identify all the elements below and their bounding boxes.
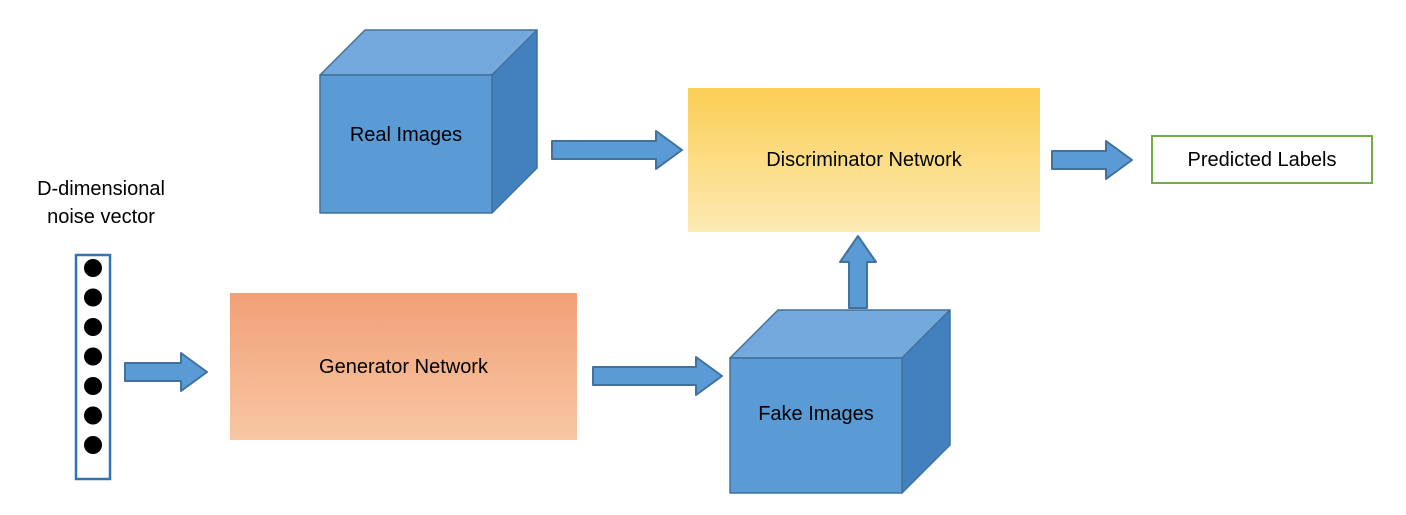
real-images-cube <box>319 29 538 214</box>
arrow-real-images-to-discriminator <box>551 130 683 170</box>
noise-dot <box>84 288 102 307</box>
arrow-generator-to-fake-images <box>592 356 723 396</box>
discriminator-box <box>688 88 1040 232</box>
noise-dot <box>84 259 102 277</box>
noise-dot <box>84 406 102 425</box>
noise-dot <box>84 377 102 395</box>
fake-images-cube <box>729 309 951 494</box>
noise-dot <box>84 347 102 366</box>
noise-dot <box>84 318 102 336</box>
arrow-fake-images-to-discriminator <box>839 235 877 309</box>
predicted-labels-box <box>1151 135 1373 184</box>
arrow-noise-to-generator <box>124 352 208 392</box>
noise-dot <box>84 436 102 454</box>
noise-vector-shape <box>74 253 112 481</box>
generator-box <box>230 293 577 440</box>
arrow-discriminator-to-predicted-labels <box>1051 140 1133 180</box>
